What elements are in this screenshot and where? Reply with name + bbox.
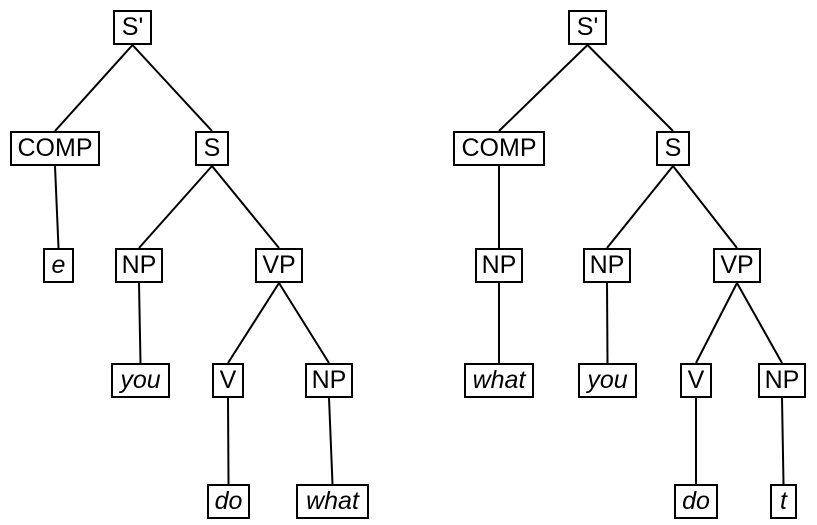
- tree-node-r-sbar: S': [568, 10, 607, 45]
- tree-node-label: NP: [764, 366, 800, 394]
- tree-edge-l-sbar-to-l-s: [131, 44, 213, 132]
- tree-node-label: e: [51, 251, 66, 279]
- tree-node-label: NP: [589, 251, 625, 279]
- tree-node-l-v: V: [212, 363, 244, 398]
- tree-node-r-vp: VP: [713, 248, 761, 283]
- tree-node-label: NP: [311, 366, 347, 394]
- tree-edge-r-sbar-to-r-s: [586, 44, 674, 132]
- tree-node-l-e: e: [43, 248, 74, 283]
- tree-edge-l-np1-to-l-you: [138, 282, 142, 364]
- tree-node-l-s: S: [195, 131, 229, 166]
- tree-node-l-comp: COMP: [10, 131, 100, 166]
- tree-edge-r-vp-to-r-v: [695, 282, 738, 364]
- tree-node-label: what: [472, 366, 526, 394]
- tree-node-label: V: [687, 366, 705, 394]
- tree-node-label: S: [203, 134, 221, 162]
- tree-node-r-np1: NP: [583, 248, 631, 283]
- tree-node-l-what: what: [296, 484, 369, 519]
- tree-node-l-do: do: [207, 484, 250, 519]
- tree-edge-l-v-to-l-do: [227, 397, 230, 485]
- tree-node-label: you: [587, 366, 628, 394]
- tree-node-r-comp: COMP: [453, 131, 545, 166]
- tree-node-l-np2: NP: [305, 363, 353, 398]
- tree-edge-l-np2-to-l-what: [328, 397, 334, 485]
- tree-node-l-np1: NP: [115, 248, 163, 283]
- tree-node-l-you: you: [111, 363, 170, 398]
- tree-edge-l-s-to-l-vp: [211, 165, 280, 249]
- tree-node-label: what: [306, 487, 359, 515]
- tree-edge-r-s-to-r-np1: [606, 165, 674, 249]
- tree-node-r-t: t: [770, 484, 797, 519]
- tree-edge-l-sbar-to-l-comp: [54, 44, 134, 132]
- tree-node-label: do: [682, 487, 710, 515]
- tree-node-r-what: what: [464, 363, 534, 398]
- tree-node-label: S': [121, 13, 144, 41]
- tree-node-label: S': [576, 13, 599, 41]
- tree-edge-l-comp-to-l-e: [54, 165, 60, 249]
- tree-node-label: VP: [262, 251, 296, 279]
- tree-edge-l-s-to-l-np1: [138, 165, 213, 249]
- tree-node-label: NP: [481, 251, 517, 279]
- tree-node-label: t: [780, 487, 787, 515]
- tree-node-label: VP: [720, 251, 754, 279]
- tree-edge-l-vp-to-l-np2: [278, 282, 330, 364]
- tree-node-r-v: V: [680, 363, 712, 398]
- tree-edge-r-vp-to-r-np2: [736, 282, 783, 364]
- tree-node-label: S: [664, 134, 682, 162]
- tree-node-label: NP: [121, 251, 157, 279]
- tree-edge-r-np2-to-r-t: [781, 397, 785, 485]
- tree-node-r-np2: NP: [758, 363, 806, 398]
- tree-node-label: V: [219, 366, 237, 394]
- tree-node-label: COMP: [17, 134, 93, 162]
- tree-node-r-do: do: [674, 484, 718, 519]
- tree-node-r-you: you: [578, 363, 637, 398]
- tree-node-l-sbar: S': [113, 10, 152, 45]
- tree-node-r-s: S: [656, 131, 690, 166]
- tree-edge-r-s-to-r-vp: [672, 165, 738, 249]
- tree-node-label: do: [214, 487, 243, 515]
- tree-edge-r-np1-to-r-you: [606, 282, 609, 364]
- tree-node-label: COMP: [461, 134, 537, 162]
- tree-node-label: you: [120, 366, 161, 394]
- tree-edge-l-vp-to-l-v: [227, 282, 280, 364]
- tree-edge-r-sbar-to-r-comp: [498, 44, 589, 132]
- tree-node-r-np0: NP: [475, 248, 523, 283]
- tree-node-l-vp: VP: [255, 248, 303, 283]
